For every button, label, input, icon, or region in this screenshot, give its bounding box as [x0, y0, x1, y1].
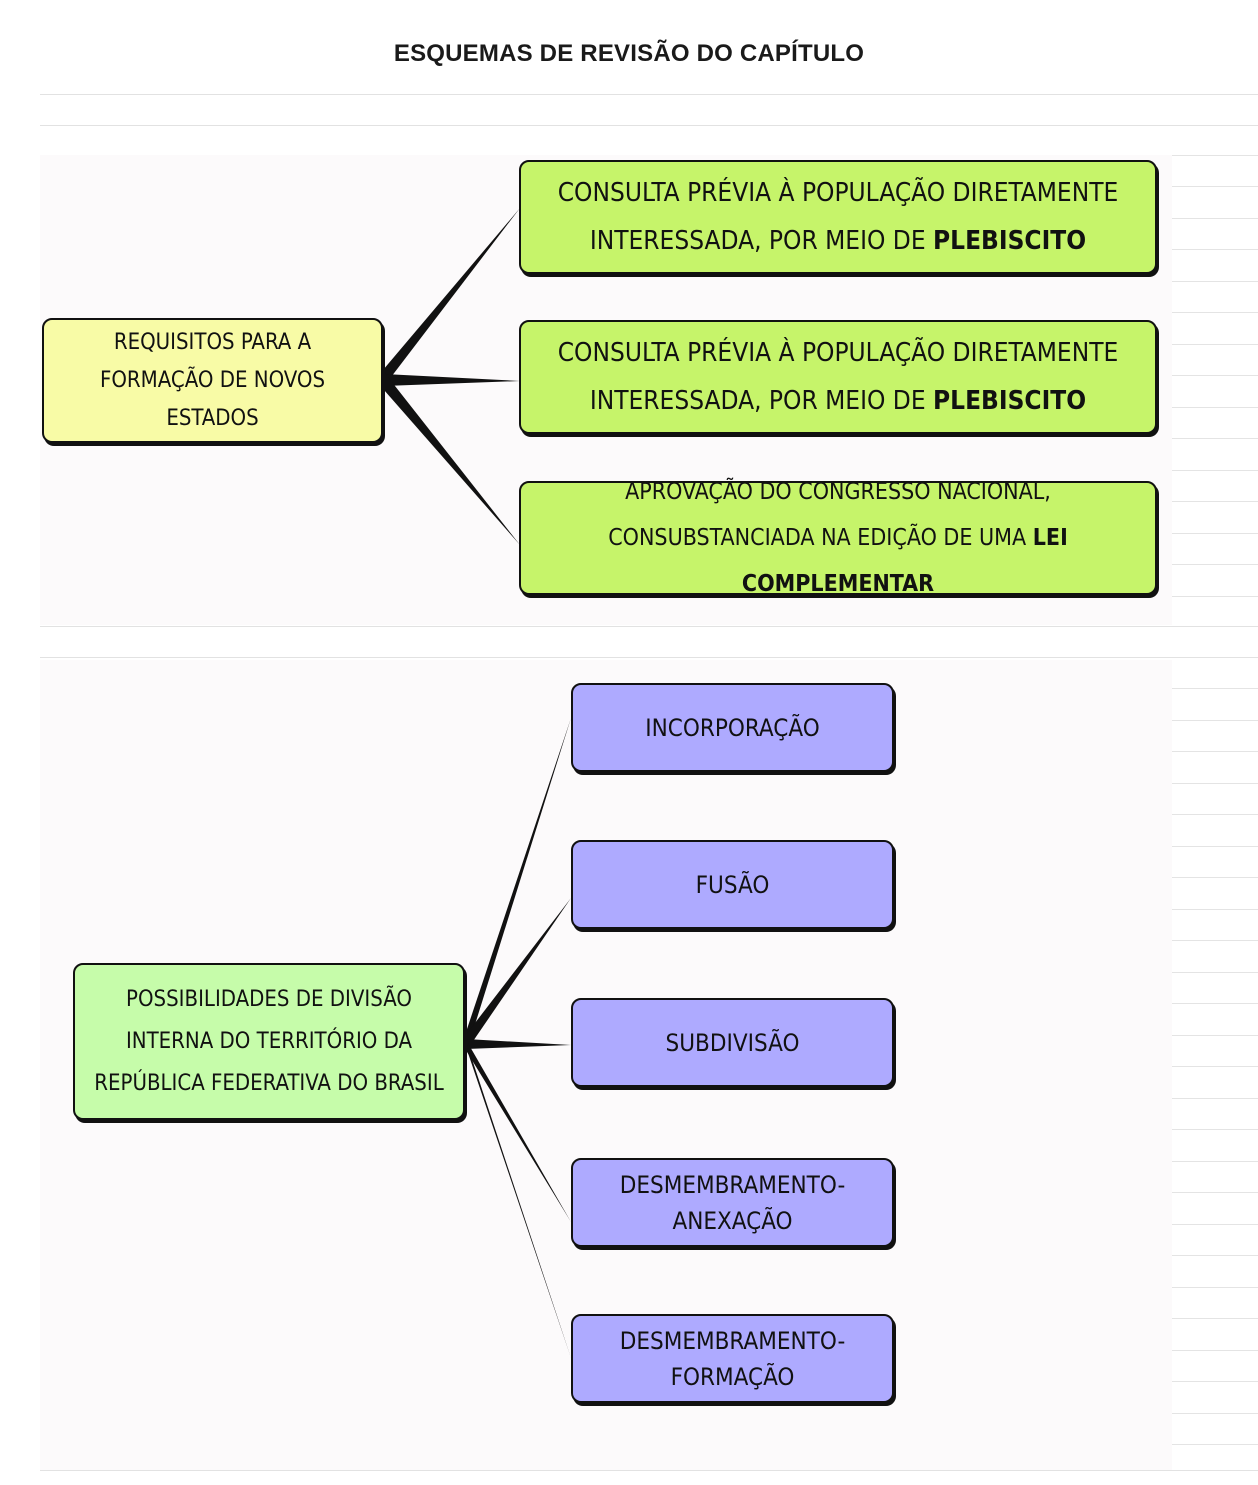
root-node-label: POSSIBILIDADES DE DIVISÃO INTERNA DO TER… [94, 986, 444, 1096]
separator-line [40, 125, 1258, 126]
child-node-plebiscito-2: CONSULTA PRÉVIA À POPULAÇÃO DIRETAMENTE … [519, 320, 1157, 434]
child-node-label: DESMEMBRAMENTO-FORMAÇÃO [619, 1326, 846, 1391]
page-title: ESQUEMAS DE REVISÃO DO CAPÍTULO [393, 40, 865, 67]
child-node-text: APROVAÇÃO DO CONGRESSO NACIONAL, CONSUBS… [608, 479, 1051, 551]
child-node-lei-complementar: APROVAÇÃO DO CONGRESSO NACIONAL, CONSUBS… [519, 479, 1157, 597]
child-node-desmembramento-anexacao: DESMEMBRAMENTO-ANEXAÇÃO [571, 1158, 894, 1247]
child-node-label: CONSULTA PRÉVIA À POPULAÇÃO DIRETAMENTE … [547, 329, 1129, 425]
connector-2-5 [465, 1038, 571, 1358]
root-node-label: REQUISITOS PARA A FORMAÇÃO DE NOVOS ESTA… [99, 329, 326, 431]
separator-line [40, 626, 1258, 627]
child-node-plebiscito-1: CONSULTA PRÉVIA À POPULAÇÃO DIRETAMENTE … [519, 160, 1157, 274]
ruled-margin-1 [1172, 155, 1258, 625]
child-node-text: CONSULTA PRÉVIA À POPULAÇÃO DIRETAMENTE … [557, 338, 1119, 416]
connector-2-3 [466, 1039, 571, 1049]
connector-1-2 [384, 374, 520, 386]
connector-2-1 [465, 718, 571, 1050]
root-node-requisitos: REQUISITOS PARA A FORMAÇÃO DE NOVOS ESTA… [42, 318, 383, 443]
connector-2-4 [465, 1038, 571, 1222]
child-node-label: SUBDIVISÃO [665, 1028, 800, 1057]
separator-line [40, 94, 1258, 95]
separator-line [40, 1470, 1258, 1471]
child-node-desmembramento-formacao: DESMEMBRAMENTO-FORMAÇÃO [571, 1314, 894, 1403]
child-node-label: DESMEMBRAMENTO-ANEXAÇÃO [619, 1170, 846, 1235]
child-node-label: FUSÃO [695, 870, 770, 899]
child-node-label: APROVAÇÃO DO CONGRESSO NACIONAL, CONSUBS… [529, 469, 1147, 607]
child-node-label: INCORPORAÇÃO [645, 713, 820, 742]
connector-1-3 [384, 372, 520, 545]
child-node-fusao: FUSÃO [571, 840, 894, 929]
root-node-possibilidades: POSSIBILIDADES DE DIVISÃO INTERNA DO TER… [73, 963, 465, 1120]
child-node-emphasis: PLEBISCITO [933, 386, 1087, 416]
ruled-margin-2 [1172, 660, 1258, 1470]
child-node-emphasis: LEI COMPLEMENTAR [741, 525, 1068, 597]
child-node-subdivisao: SUBDIVISÃO [571, 998, 894, 1087]
child-node-label: CONSULTA PRÉVIA À POPULAÇÃO DIRETAMENTE … [547, 169, 1129, 265]
connector-1-1 [383, 208, 520, 385]
child-node-emphasis: PLEBISCITO [933, 226, 1087, 256]
child-node-text: CONSULTA PRÉVIA À POPULAÇÃO DIRETAMENTE … [557, 178, 1119, 256]
child-node-incorporacao: INCORPORAÇÃO [571, 683, 894, 772]
connector-2-2 [465, 898, 571, 1050]
separator-line [40, 657, 1258, 658]
